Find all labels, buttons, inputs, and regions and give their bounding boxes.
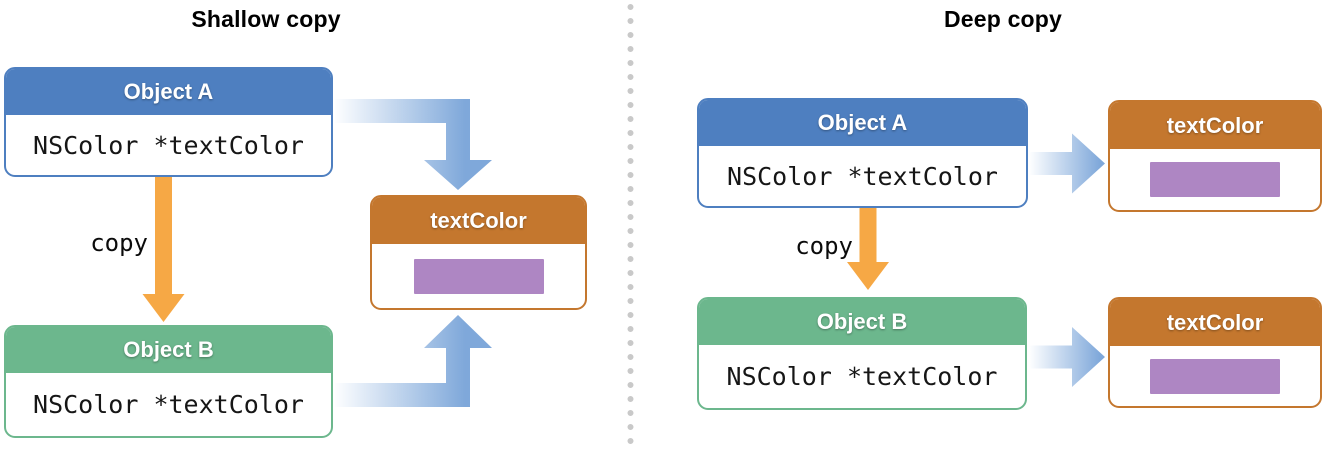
shallow-object-a-box: Object A NSColor *textColor bbox=[4, 67, 333, 177]
purple-color-swatch bbox=[1150, 162, 1280, 197]
copy-arrow-deep-icon bbox=[847, 208, 889, 290]
deep-object-a-title: Object A bbox=[817, 110, 908, 135]
shallow-object-b-body: NSColor *textColor bbox=[6, 373, 331, 436]
deep-object-a-field: NSColor *textColor bbox=[727, 161, 998, 191]
deep-textcolor-a-body bbox=[1110, 149, 1320, 210]
deep-object-a-box: Object A NSColor *textColor bbox=[697, 98, 1028, 208]
shallow-copy-title: Shallow copy bbox=[191, 6, 341, 32]
shallow-object-a-body: NSColor *textColor bbox=[6, 115, 331, 175]
shallow-textcolor-body bbox=[372, 244, 585, 308]
deep-object-a-body: NSColor *textColor bbox=[699, 146, 1026, 206]
deep-copy-label: copy bbox=[795, 232, 853, 260]
pointer-arrow-deep-b-to-textcolor bbox=[1030, 327, 1105, 387]
deep-object-b-header: Object B bbox=[699, 299, 1025, 345]
shallow-textcolor-title: textColor bbox=[430, 207, 527, 233]
shallow-object-a-title: Object A bbox=[123, 79, 214, 104]
deep-textcolor-b-header: textColor bbox=[1110, 299, 1320, 346]
deep-copy-title: Deep copy bbox=[943, 6, 1063, 32]
shallow-object-a-header: Object A bbox=[6, 69, 331, 115]
shallow-object-b-field: NSColor *textColor bbox=[33, 390, 304, 419]
copy-arrow-shallow-icon bbox=[142, 177, 185, 322]
deep-textcolor-b-body bbox=[1110, 346, 1320, 406]
deep-textcolor-a-box: textColor bbox=[1108, 100, 1322, 212]
purple-color-swatch bbox=[1150, 358, 1280, 394]
shallow-copy-label: copy bbox=[90, 229, 148, 257]
shallow-textcolor-box: textColor bbox=[370, 195, 587, 310]
shallow-textcolor-header: textColor bbox=[372, 197, 585, 244]
shallow-object-b-header: Object B bbox=[6, 327, 331, 373]
deep-textcolor-a-header: textColor bbox=[1110, 102, 1320, 149]
pointer-arrow-shallow-b-to-textcolor bbox=[335, 315, 492, 407]
deep-textcolor-a-title: textColor bbox=[1166, 112, 1264, 138]
deep-object-a-header: Object A bbox=[699, 100, 1026, 146]
deep-object-b-box: Object B NSColor *textColor bbox=[697, 297, 1027, 410]
deep-textcolor-b-box: textColor bbox=[1108, 297, 1322, 408]
deep-object-b-body: NSColor *textColor bbox=[699, 345, 1025, 408]
pointer-arrow-deep-a-to-textcolor bbox=[1030, 133, 1105, 194]
deep-textcolor-b-title: textColor bbox=[1166, 309, 1264, 335]
deep-object-b-title: Object B bbox=[816, 309, 908, 334]
pointer-arrow-shallow-a-to-textcolor bbox=[335, 99, 492, 190]
deep-object-b-field: NSColor *textColor bbox=[726, 362, 998, 391]
shallow-object-b-box: Object B NSColor *textColor bbox=[4, 325, 333, 438]
purple-color-swatch bbox=[413, 258, 544, 294]
shallow-object-a-field: NSColor *textColor bbox=[33, 130, 304, 160]
shallow-object-b-title: Object B bbox=[123, 337, 214, 362]
